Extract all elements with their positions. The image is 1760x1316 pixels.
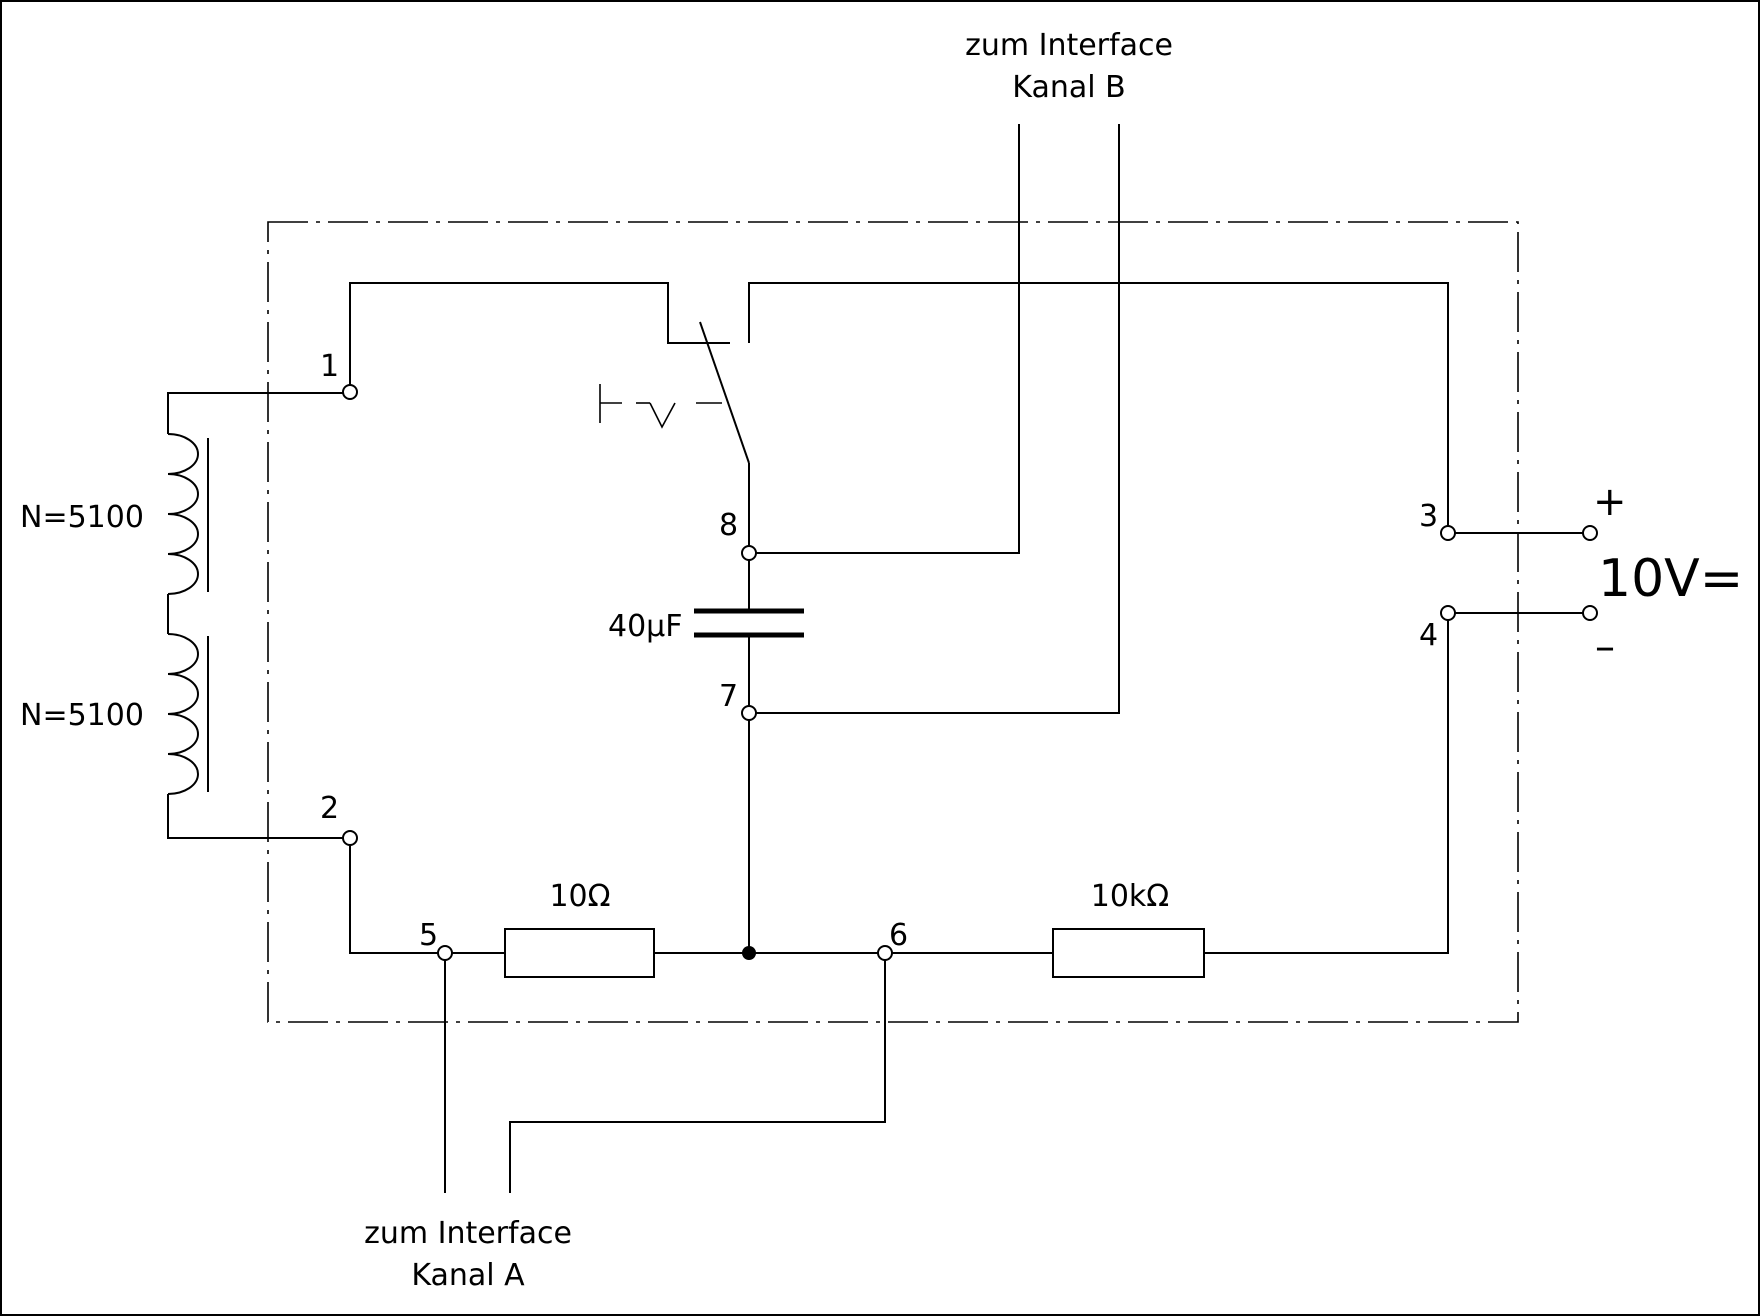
terminal-2-label: 2 bbox=[320, 791, 339, 826]
capacitor bbox=[694, 554, 804, 709]
supply-wiring bbox=[1454, 532, 1584, 614]
coil-upper-label: N=5100 bbox=[20, 500, 144, 535]
terminal-6 bbox=[877, 945, 893, 961]
junction-dot bbox=[742, 946, 756, 960]
channel-a-label-line1: zum Interface bbox=[364, 1216, 572, 1251]
terminal-1-label: 1 bbox=[320, 349, 339, 384]
coil-lower-label: N=5100 bbox=[20, 698, 144, 733]
coil-wiring bbox=[167, 392, 346, 839]
coil-lower bbox=[167, 633, 199, 795]
terminal-2 bbox=[342, 830, 358, 846]
channel-b-wires bbox=[753, 124, 1120, 714]
terminal-4-label: 4 bbox=[1419, 618, 1438, 653]
terminal-6-label: 6 bbox=[889, 918, 908, 953]
terminal-4 bbox=[1440, 605, 1456, 621]
supply-minus-label: – bbox=[1595, 624, 1615, 670]
channel-a-label-line2: Kanal A bbox=[411, 1258, 525, 1293]
supply-minus-terminal bbox=[1582, 605, 1598, 621]
resistor-10kohm-label: 10kΩ bbox=[1091, 879, 1169, 914]
enclosure-boundary bbox=[267, 221, 1519, 1023]
supply-voltage-label: 10V= bbox=[1598, 549, 1743, 609]
supply-plus-terminal bbox=[1582, 525, 1598, 541]
coil-upper bbox=[167, 433, 199, 595]
terminal-7-label: 7 bbox=[719, 679, 738, 714]
terminal-1 bbox=[342, 384, 358, 400]
switch-wiring bbox=[349, 282, 1449, 551]
terminal-3-label: 3 bbox=[1419, 499, 1438, 534]
terminal-5-label: 5 bbox=[419, 918, 438, 953]
terminal-8 bbox=[741, 545, 757, 561]
capacitor-label: 40µF bbox=[608, 609, 683, 644]
channel-b-label-line2: Kanal B bbox=[1012, 70, 1125, 105]
bottom-wiring bbox=[349, 617, 1449, 1193]
terminal-8-label: 8 bbox=[719, 508, 738, 543]
supply-plus-label: + bbox=[1593, 479, 1627, 525]
resistor-10kohm bbox=[1052, 928, 1205, 978]
resistor-10ohm-label: 10Ω bbox=[549, 879, 610, 914]
terminal-3 bbox=[1440, 525, 1456, 541]
resistor-10ohm bbox=[504, 928, 655, 978]
channel-b-label-line1: zum Interface bbox=[965, 28, 1173, 63]
terminal-5 bbox=[437, 945, 453, 961]
terminal-7 bbox=[741, 705, 757, 721]
